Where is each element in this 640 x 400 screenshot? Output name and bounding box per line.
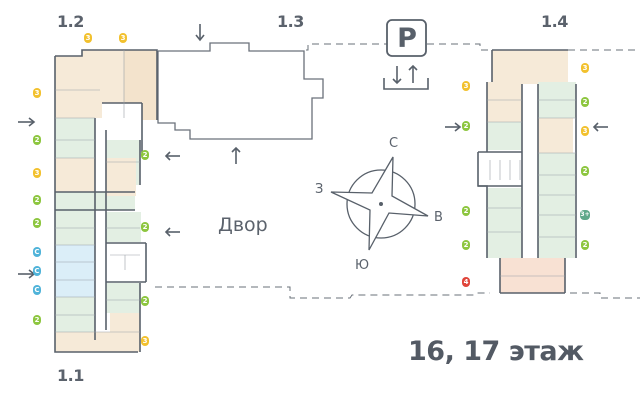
room-count-badge: 2 xyxy=(141,150,149,160)
parking-icon xyxy=(386,19,427,57)
floor-title: 16, 17 этаж xyxy=(408,336,584,367)
apartment-badge[interactable]: 3 xyxy=(29,88,45,98)
compass-south: Ю xyxy=(355,258,370,273)
apartment-badge[interactable]: 3 xyxy=(115,33,131,43)
room-count-badge: 3 xyxy=(462,81,470,91)
room-count-badge: 2 xyxy=(462,121,470,131)
compass-west: З xyxy=(315,182,324,197)
parking-letter: P xyxy=(397,22,417,54)
apartment-badge[interactable]: 2 xyxy=(458,240,474,250)
apartment-badge[interactable]: 2 xyxy=(29,315,45,325)
apartment-badge[interactable]: 4 xyxy=(458,277,474,287)
room-count-badge: 3 xyxy=(141,336,149,346)
room-count-badge: 2 xyxy=(581,166,589,176)
section-label-1-2: 1.2 xyxy=(57,12,84,31)
room-count-badge: 3 xyxy=(33,168,41,178)
apartment-badge[interactable]: 2 xyxy=(577,166,593,176)
apartment-badge[interactable]: С xyxy=(29,285,45,295)
apartment-badge[interactable]: 2 xyxy=(29,195,45,205)
entrance-arrows xyxy=(18,24,608,279)
apartment-badge[interactable]: 3 xyxy=(458,81,474,91)
apartment-badge[interactable]: 3 xyxy=(577,126,593,136)
room-count-badge: 2 xyxy=(33,195,41,205)
compass-east: В xyxy=(434,210,443,225)
room-count-badge: С xyxy=(33,247,41,257)
room-count-badge: 2 xyxy=(33,315,41,325)
arrow-up-icon xyxy=(231,146,241,164)
apartment-badge[interactable]: 2 xyxy=(137,222,153,232)
yard-label: Двор xyxy=(218,214,268,236)
room-count-badge: 3 xyxy=(33,88,41,98)
apartment-badge[interactable]: 3 xyxy=(29,168,45,178)
room-count-badge: 2 xyxy=(141,222,149,232)
building-1-1-1-2-plan xyxy=(54,49,158,353)
apartment-badge[interactable]: С xyxy=(29,266,45,276)
arrow-left-icon xyxy=(164,151,180,161)
apartment-badge[interactable]: 2 xyxy=(29,135,45,145)
room-count-badge: С xyxy=(33,285,41,295)
section-label-1-4: 1.4 xyxy=(541,12,568,31)
room-count-badge: 2 xyxy=(581,240,589,250)
room-count-badge: 2 xyxy=(141,296,149,306)
room-count-badge: 3 xyxy=(84,33,92,43)
arrow-right-icon xyxy=(18,117,36,127)
arrow-down-icon xyxy=(195,24,205,42)
compass-north: С xyxy=(389,136,399,151)
apartment-badge[interactable]: 3 xyxy=(80,33,96,43)
room-count-badge: С xyxy=(33,266,41,276)
site-boundary xyxy=(155,43,640,299)
room-count-badge: 3 xyxy=(119,33,127,43)
room-count-badge: 2 xyxy=(33,218,41,228)
room-count-badge: 3 xyxy=(581,126,589,136)
apartment-badge[interactable]: 3 xyxy=(577,63,593,73)
apartment-badge[interactable]: 2 xyxy=(137,150,153,160)
apartment-badge[interactable]: 2 xyxy=(29,218,45,228)
arrow-left-icon xyxy=(164,227,180,237)
apartment-badge[interactable]: 3 xyxy=(137,336,153,346)
room-count-badge: 2 xyxy=(33,135,41,145)
building-1-3-outline xyxy=(157,42,324,140)
apartment-badge[interactable]: 2 xyxy=(577,240,593,250)
room-count-badge: 4 xyxy=(462,277,470,287)
building-1-4-plan xyxy=(477,49,577,294)
room-count-badge: 2 xyxy=(581,97,589,107)
section-label-1-1: 1.1 xyxy=(57,366,84,385)
apartment-badge[interactable]: 3+ xyxy=(577,210,593,220)
compass-rose-icon xyxy=(330,156,429,251)
entry-exit-arrows-icon xyxy=(383,64,429,90)
arrow-right-icon xyxy=(445,122,462,132)
room-count-badge: 3+ xyxy=(580,210,590,220)
room-count-badge: 3 xyxy=(581,63,589,73)
room-count-badge: 2 xyxy=(462,206,470,216)
apartment-badge[interactable]: 2 xyxy=(577,97,593,107)
arrow-left-icon xyxy=(592,122,608,132)
apartment-badge[interactable]: 2 xyxy=(458,121,474,131)
apartment-badge[interactable]: 2 xyxy=(137,296,153,306)
apartment-badge[interactable]: 2 xyxy=(458,206,474,216)
room-count-badge: 2 xyxy=(462,240,470,250)
apartment-badge[interactable]: С xyxy=(29,247,45,257)
section-label-1-3: 1.3 xyxy=(277,12,304,31)
